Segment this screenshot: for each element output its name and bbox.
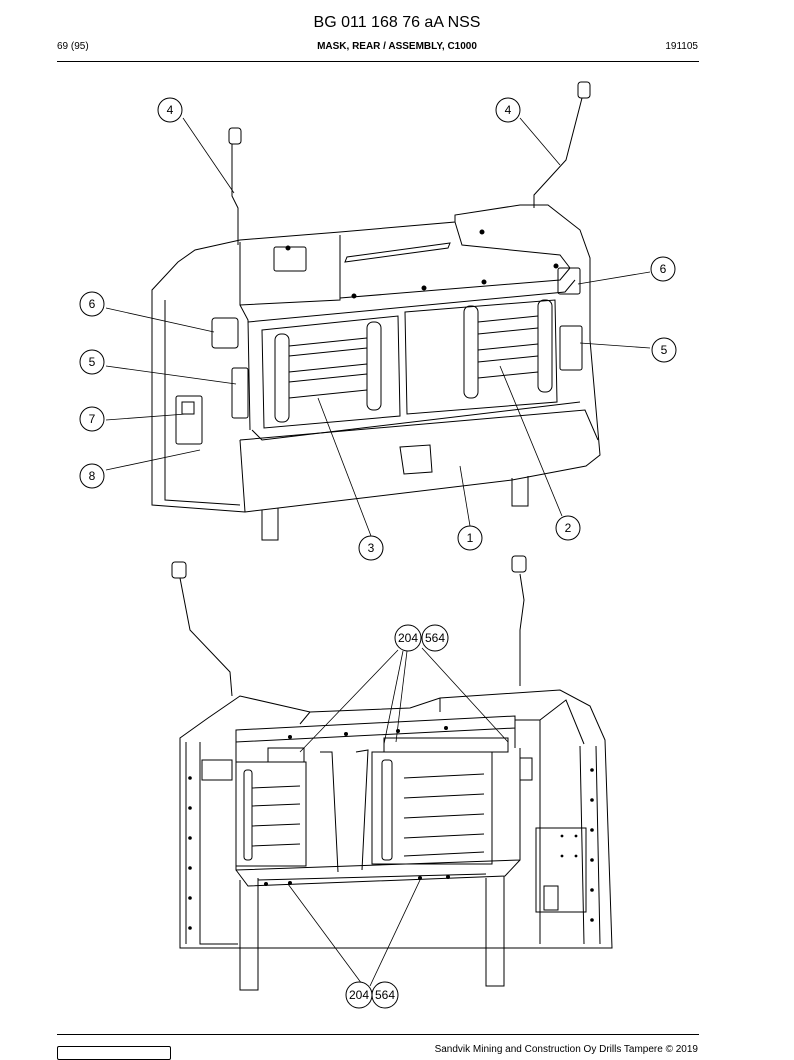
callout-6b: 6: [79, 291, 105, 317]
sandvik-logo: [57, 1046, 171, 1060]
callout-label: 8: [89, 469, 96, 483]
callout-204-bottom: 204: [345, 981, 373, 1009]
document-code: 191105: [665, 41, 698, 52]
rear-mask-top-view: [151, 81, 601, 541]
footer-copyright: Sandvik Mining and Construction Oy Drill…: [434, 1044, 698, 1055]
callout-2: 2: [555, 515, 581, 541]
callout-label: 4: [167, 103, 174, 117]
callout-label: 2: [565, 521, 572, 535]
callout-5a: 5: [651, 337, 677, 363]
callout-8: 8: [79, 463, 105, 489]
callout-label: 564: [425, 631, 445, 645]
callout-204-top: 204: [394, 624, 422, 652]
rear-mask-back-view: [171, 555, 613, 991]
callout-label: 204: [398, 631, 418, 645]
callout-label: 4: [505, 103, 512, 117]
callout-label: 6: [660, 262, 667, 276]
callout-564-top: 564: [421, 624, 449, 652]
callout-3: 3: [358, 535, 384, 561]
callout-6a: 6: [650, 256, 676, 282]
leader-lines-top: [105, 117, 651, 537]
footer-divider: [57, 1034, 699, 1035]
callout-4a: 4: [157, 97, 183, 123]
document-title: BG 011 168 76 aA NSS: [313, 14, 481, 31]
callout-label: 7: [89, 412, 96, 426]
callouts-top: 4 4 6 6 5 5 7 8 3 1 2: [79, 97, 677, 561]
callouts-bottom: 204 564 204 564: [345, 624, 449, 1009]
callout-1: 1: [457, 525, 483, 551]
callout-label: 1: [467, 531, 474, 545]
callout-label: 5: [661, 343, 668, 357]
assembly-title: MASK, REAR / ASSEMBLY, C1000: [317, 41, 477, 52]
header-divider: [57, 61, 699, 62]
callout-label: 6: [89, 297, 96, 311]
callout-564-bottom: 564: [371, 981, 399, 1009]
callout-label: 3: [368, 541, 375, 555]
page-number: 69 (95): [57, 41, 89, 52]
callout-5b: 5: [79, 349, 105, 375]
callout-7: 7: [79, 406, 105, 432]
callout-label: 564: [375, 988, 395, 1002]
callout-label: 204: [349, 988, 369, 1002]
callout-4b: 4: [495, 97, 521, 123]
leader-lines-bottom: [287, 647, 509, 987]
callout-label: 5: [89, 355, 96, 369]
